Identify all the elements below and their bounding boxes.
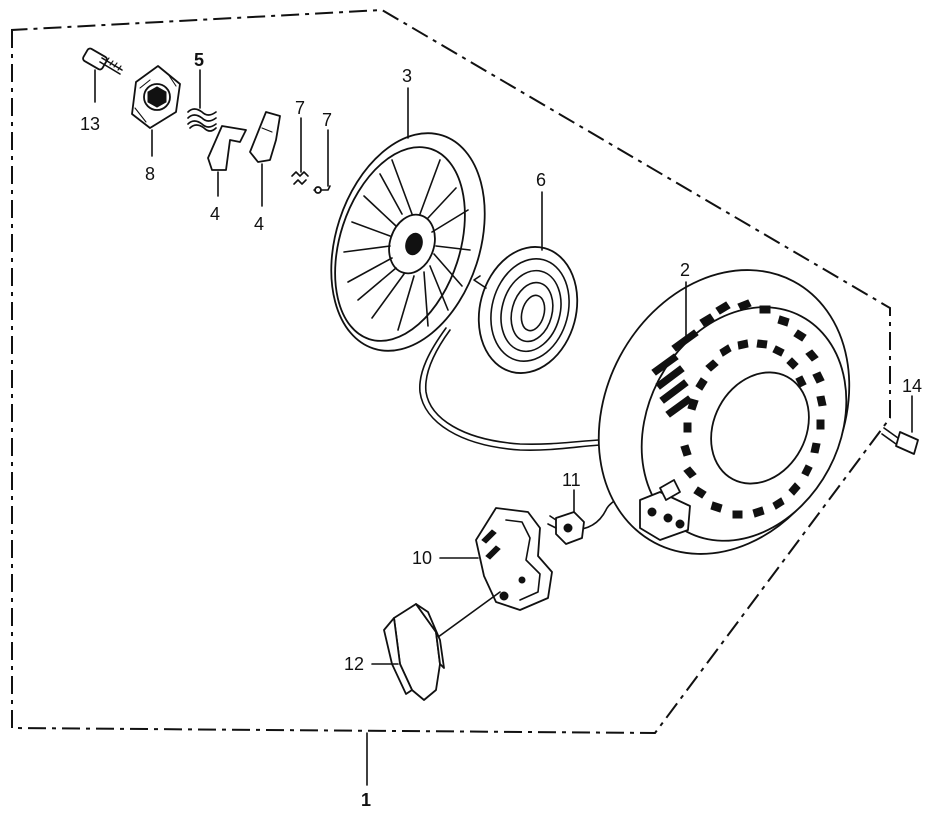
assembly-boundary bbox=[11, 8, 891, 735]
callout-4-left: 4 bbox=[210, 204, 220, 224]
pawl-spring-wires-7 bbox=[291, 117, 331, 194]
handle-grip-10 bbox=[433, 507, 553, 641]
case-vent-slots bbox=[651, 299, 827, 519]
callout-5: 5 bbox=[194, 50, 204, 70]
callout-6: 6 bbox=[536, 170, 546, 190]
handle-cover-12 bbox=[371, 603, 445, 701]
callout-3: 3 bbox=[402, 66, 412, 86]
callout-13: 13 bbox=[80, 114, 100, 134]
callout-4-right: 4 bbox=[254, 214, 264, 234]
pawl-left-4 bbox=[207, 125, 247, 197]
callout-1: 1 bbox=[361, 790, 371, 810]
rope-stopper-11 bbox=[547, 489, 585, 545]
ratchet-cam-8 bbox=[131, 65, 181, 157]
callout-14: 14 bbox=[902, 376, 922, 396]
flange-bolt-14 bbox=[881, 395, 919, 455]
callout-12: 12 bbox=[344, 654, 364, 674]
callout-7-right: 7 bbox=[322, 110, 332, 130]
recoil-spring-6 bbox=[473, 191, 579, 374]
pawl-spring-5 bbox=[187, 69, 217, 132]
starter-case-2 bbox=[597, 269, 851, 555]
callout-11: 11 bbox=[562, 470, 581, 490]
callout-10: 10 bbox=[412, 548, 432, 568]
pawl-right-4 bbox=[249, 111, 281, 207]
callout-8: 8 bbox=[145, 164, 155, 184]
callout-2: 2 bbox=[680, 260, 690, 280]
callout-7-left: 7 bbox=[295, 98, 305, 118]
reel-3 bbox=[330, 87, 486, 352]
center-screw-13 bbox=[82, 47, 123, 103]
